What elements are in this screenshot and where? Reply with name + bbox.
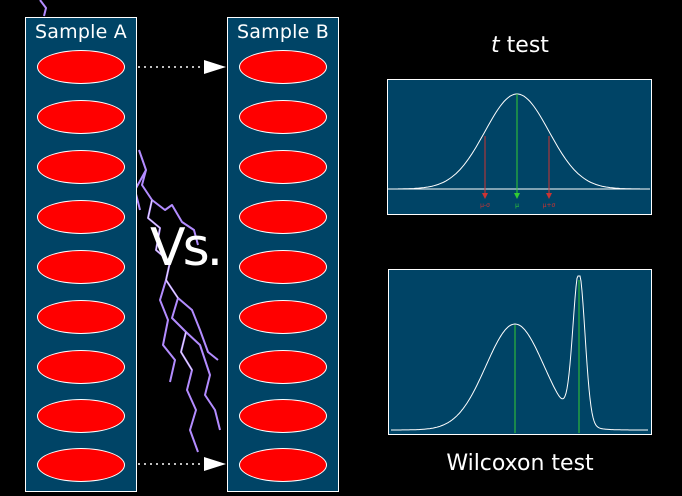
sample-a-panel: Sample A — [25, 17, 137, 492]
wilcoxon-test-caption: Wilcoxon test — [446, 451, 594, 476]
minus-sigma-label: μ-σ — [480, 202, 490, 209]
sample-b-item — [239, 200, 327, 234]
sample-a-item — [37, 399, 125, 433]
plus-sigma-marker — [546, 136, 552, 199]
sample-b-item — [239, 350, 327, 384]
mean-marker — [514, 94, 520, 199]
plus-sigma-label: μ+σ — [543, 202, 556, 209]
mean-label: μ — [515, 202, 519, 209]
sample-b-item — [239, 399, 327, 433]
normal-curve — [398, 93, 640, 190]
t-test-graph: μ-σ μ μ+σ — [387, 79, 652, 215]
sample-a-item — [37, 350, 125, 384]
vs-label: Vs. — [150, 218, 223, 278]
sample-a-item — [37, 200, 125, 234]
sample-b-panel: Sample B — [227, 17, 339, 492]
sample-a-item — [37, 448, 125, 482]
sample-b-item — [239, 448, 327, 482]
sample-a-item — [37, 300, 125, 334]
sample-b-title: Sample B — [237, 21, 329, 43]
t-test-caption: t test — [491, 33, 549, 58]
sample-b-item — [239, 50, 327, 84]
sample-b-item — [239, 100, 327, 134]
sample-a-title: Sample A — [35, 21, 127, 43]
sample-a-item — [37, 250, 125, 284]
top-pairing-arrow — [138, 60, 226, 74]
sample-b-item — [239, 150, 327, 184]
sample-a-item — [37, 150, 125, 184]
sample-a-item — [37, 100, 125, 134]
sample-b-item — [239, 250, 327, 284]
bottom-pairing-arrow — [138, 457, 226, 471]
bimodal-curve — [391, 275, 648, 431]
minus-sigma-marker — [482, 136, 488, 199]
sample-a-item — [37, 50, 125, 84]
sample-b-item — [239, 300, 327, 334]
wilcoxon-graph — [388, 269, 652, 435]
